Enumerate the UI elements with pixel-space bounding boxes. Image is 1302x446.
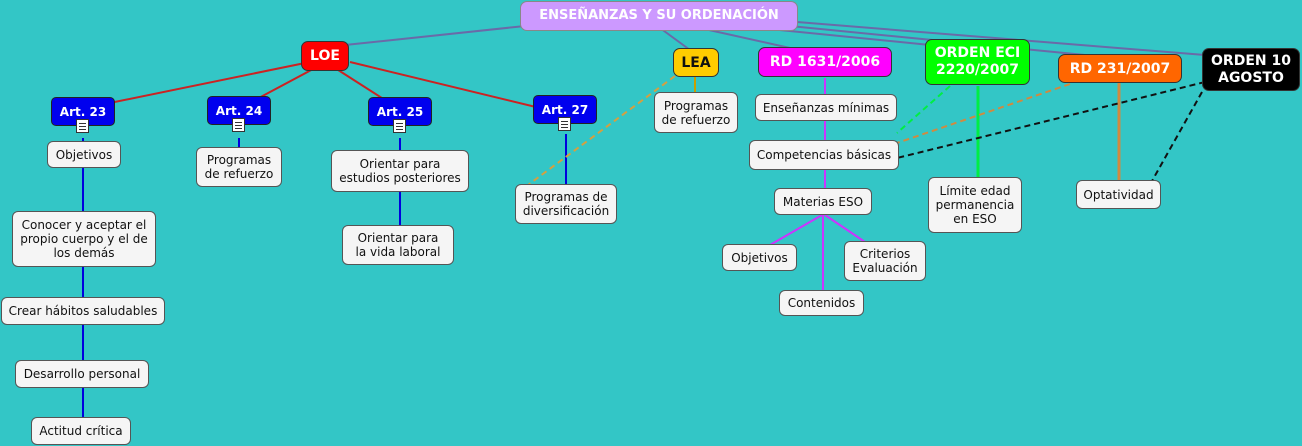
objetivos-rd-node[interactable]: Objetivos xyxy=(722,244,797,271)
programas-refuerzo-lea-node[interactable]: Programas de refuerzo xyxy=(654,92,738,133)
materias-eso-node[interactable]: Materias ESO xyxy=(774,188,872,215)
desarrollo-personal-node[interactable]: Desarrollo personal xyxy=(15,360,149,388)
programas-refuerzo-node[interactable]: Programas de refuerzo xyxy=(196,147,282,187)
document-icon[interactable] xyxy=(393,119,406,133)
rd231-topic[interactable]: RD 231/2007 xyxy=(1058,54,1182,83)
orientar-laboral-node[interactable]: Orientar para la vida laboral xyxy=(342,225,454,265)
optatividad-node[interactable]: Optatividad xyxy=(1076,180,1161,209)
ensenanzas-minimas-node[interactable]: Enseñanzas mínimas xyxy=(755,94,897,121)
contenidos-node[interactable]: Contenidos xyxy=(779,290,864,316)
art-23-topic[interactable]: Art. 23 xyxy=(51,97,115,126)
limite-edad-node[interactable]: Límite edad permanencia en ESO xyxy=(928,177,1022,233)
document-icon[interactable] xyxy=(232,118,245,132)
loe-topic[interactable]: LOE xyxy=(301,41,349,71)
programas-diversificacion-node[interactable]: Programas de diversificación xyxy=(515,184,617,224)
document-icon[interactable] xyxy=(558,117,571,131)
orientar-estudios-node[interactable]: Orientar para estudios posteriores xyxy=(331,150,469,192)
rd1631-topic[interactable]: RD 1631/2006 xyxy=(758,47,892,77)
habitos-saludables-node[interactable]: Crear hábitos saludables xyxy=(1,297,165,325)
lea-topic[interactable]: LEA xyxy=(673,48,719,77)
objetivos-node[interactable]: Objetivos xyxy=(47,141,121,168)
actitud-critica-node[interactable]: Actitud crítica xyxy=(31,417,131,445)
root-topic[interactable]: ENSEÑANZAS Y SU ORDENACIÓN xyxy=(520,1,798,31)
conocer-cuerpo-node[interactable]: Conocer y aceptar el propio cuerpo y el … xyxy=(12,211,156,267)
document-icon[interactable] xyxy=(76,119,89,133)
orden-eci-topic[interactable]: ORDEN ECI 2220/2007 xyxy=(925,39,1030,85)
orden10-topic[interactable]: ORDEN 10 AGOSTO xyxy=(1202,48,1300,91)
criterios-evaluacion-node[interactable]: Criterios Evaluación xyxy=(844,241,926,281)
competencias-basicas-node[interactable]: Competencias básicas xyxy=(749,140,899,170)
